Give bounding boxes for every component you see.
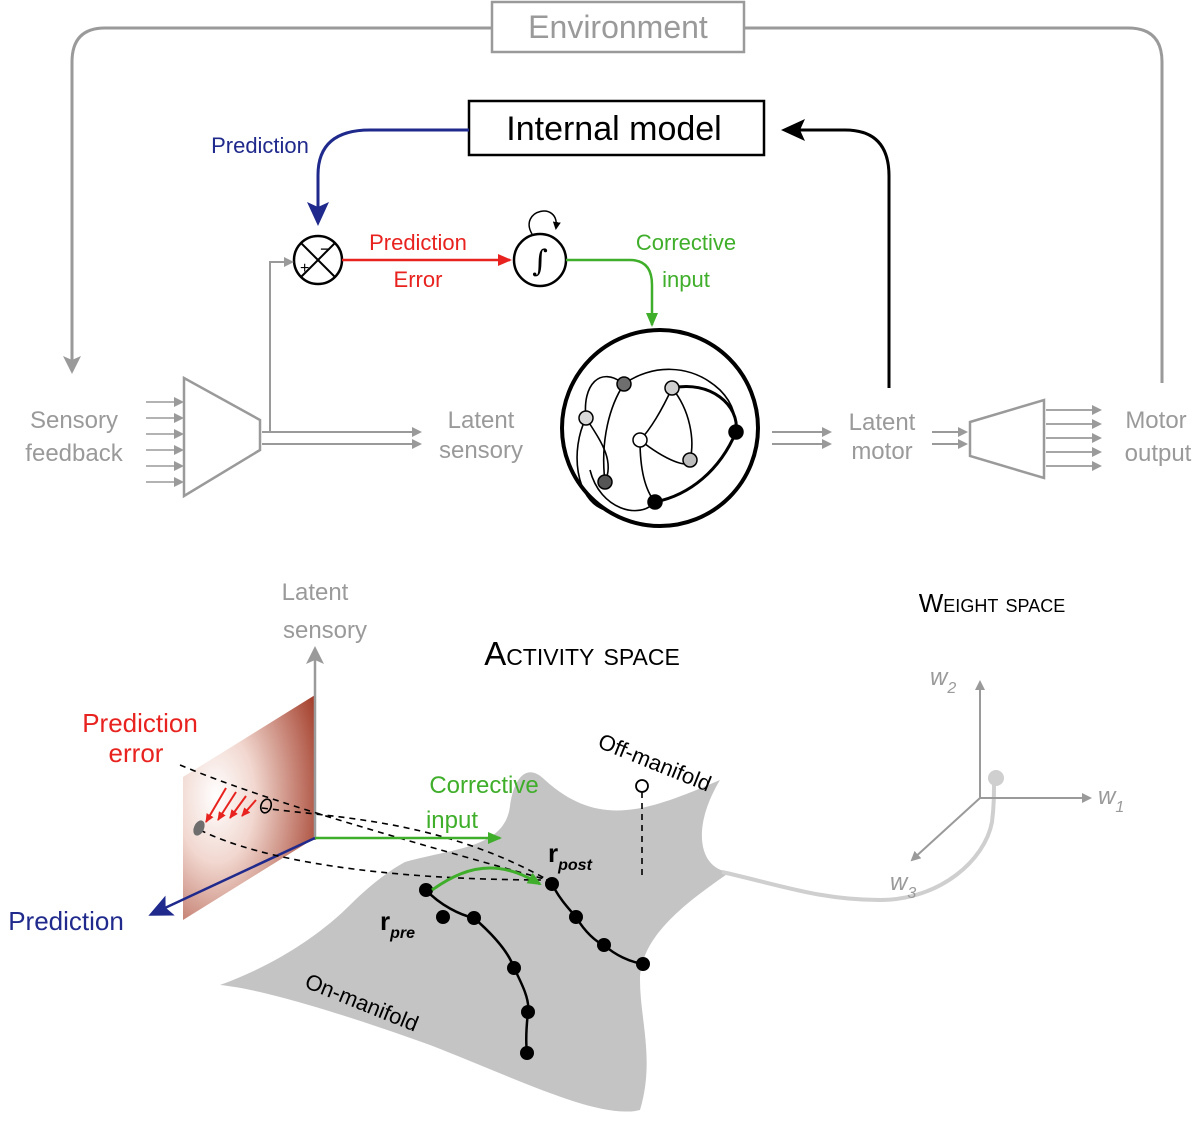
prediction-error-bottom-2: error <box>109 738 164 768</box>
prediction-error-label-2: Error <box>394 267 443 292</box>
sensory-input-arrows <box>146 397 184 487</box>
prediction-error-label-1: Prediction <box>369 230 467 255</box>
network-node <box>664 380 680 396</box>
activity-space-title: Activity space <box>484 635 680 672</box>
trajectory-pre <box>419 883 535 1060</box>
latent-motor-label-1: Latent <box>849 409 916 436</box>
weight-point <box>988 770 1004 786</box>
sensory-feedback-label-1: Sensory <box>30 407 118 434</box>
prediction-arrow <box>307 128 469 226</box>
efference-arrow <box>781 119 891 388</box>
recurrent-network <box>560 328 760 528</box>
environment-loop-left <box>63 26 492 374</box>
network-node <box>597 474 613 490</box>
internal-model-label: Internal model <box>506 110 721 148</box>
weight-space-title: Weight space <box>919 588 1065 618</box>
latent-motor-label-2: motor <box>851 438 912 465</box>
prediction-arrow-group: Prediction <box>211 128 469 226</box>
trajectory-post <box>545 877 650 971</box>
latent-motor-group: Latent motor <box>772 409 968 465</box>
manifold-to-weight-curve <box>721 779 996 903</box>
sensory-feedback-label-2: feedback <box>25 440 123 467</box>
axis-latent-sensory-2: sensory <box>283 617 367 644</box>
sensory-to-comparator <box>262 257 294 433</box>
manifold-correction-arrow <box>431 866 542 892</box>
projection-lines <box>179 764 643 881</box>
prediction-label: Prediction <box>211 133 309 158</box>
integrator-self-loop <box>528 210 561 235</box>
environment-label: Environment <box>528 9 708 45</box>
axis-latent-sensory-1: Latent <box>282 579 349 606</box>
corrective-bottom-1: Corrective <box>429 772 538 799</box>
latent-sensory-group: Latent sensory <box>262 407 523 464</box>
corrective-label-2: input <box>662 267 710 292</box>
internal-model: Internal model <box>467 99 891 388</box>
motor-output-group: Motor output <box>968 398 1192 480</box>
environment-box <box>490 0 746 54</box>
r-pre-label: rpre <box>380 906 415 942</box>
environment-loop-right <box>745 26 1164 383</box>
comparator-minus: − <box>320 239 331 259</box>
network-node <box>578 410 594 426</box>
comparator-plus: + <box>300 260 309 277</box>
weight-space-axes: w2 w1 w3 <box>890 664 1124 902</box>
corrective-bottom-2: input <box>426 807 478 834</box>
sensory-feedback-group: Sensory feedback <box>25 375 262 499</box>
off-manifold-point <box>635 779 649 793</box>
prediction-error-vectors <box>205 787 257 823</box>
network-node <box>728 424 744 440</box>
integrator-symbol: ∫ <box>532 244 548 279</box>
network-node <box>682 452 698 468</box>
sensory-encoder <box>182 375 262 499</box>
corrective-input-arrow <box>566 258 658 327</box>
network-node <box>632 432 648 448</box>
w2-label: w2 <box>930 664 956 697</box>
internal-model-box <box>467 99 766 157</box>
w3-label: w3 <box>890 869 916 902</box>
prediction-error-arrow-group: Prediction Error <box>342 230 512 292</box>
corrective-label-1: Corrective <box>636 230 736 255</box>
prediction-axis <box>148 836 316 916</box>
manifold-surface <box>220 772 730 1112</box>
axis-prediction-label: Prediction <box>8 906 124 936</box>
latent-sensory-label-2: sensory <box>439 437 523 464</box>
environment-loop: Environment <box>63 0 1164 383</box>
w1-label: w1 <box>1098 783 1124 816</box>
actual-point <box>259 798 273 814</box>
prediction-error-bottom-1: Prediction <box>82 708 198 738</box>
r-post-label: rpost <box>548 838 593 874</box>
comparator: − + <box>292 234 344 286</box>
off-manifold-label: Off-manifold <box>595 729 715 797</box>
motor-decoder <box>968 398 1046 480</box>
motor-output-label-1: Motor <box>1125 407 1186 434</box>
predicted-point <box>193 820 205 836</box>
network-node <box>616 376 632 392</box>
integrator: ∫ <box>512 210 568 288</box>
motor-output-label-2: output <box>1125 440 1192 467</box>
latent-sensory-label-1: Latent <box>448 407 515 434</box>
corrective-input-arrow-group: Corrective input <box>566 230 736 327</box>
network-node <box>647 494 663 510</box>
